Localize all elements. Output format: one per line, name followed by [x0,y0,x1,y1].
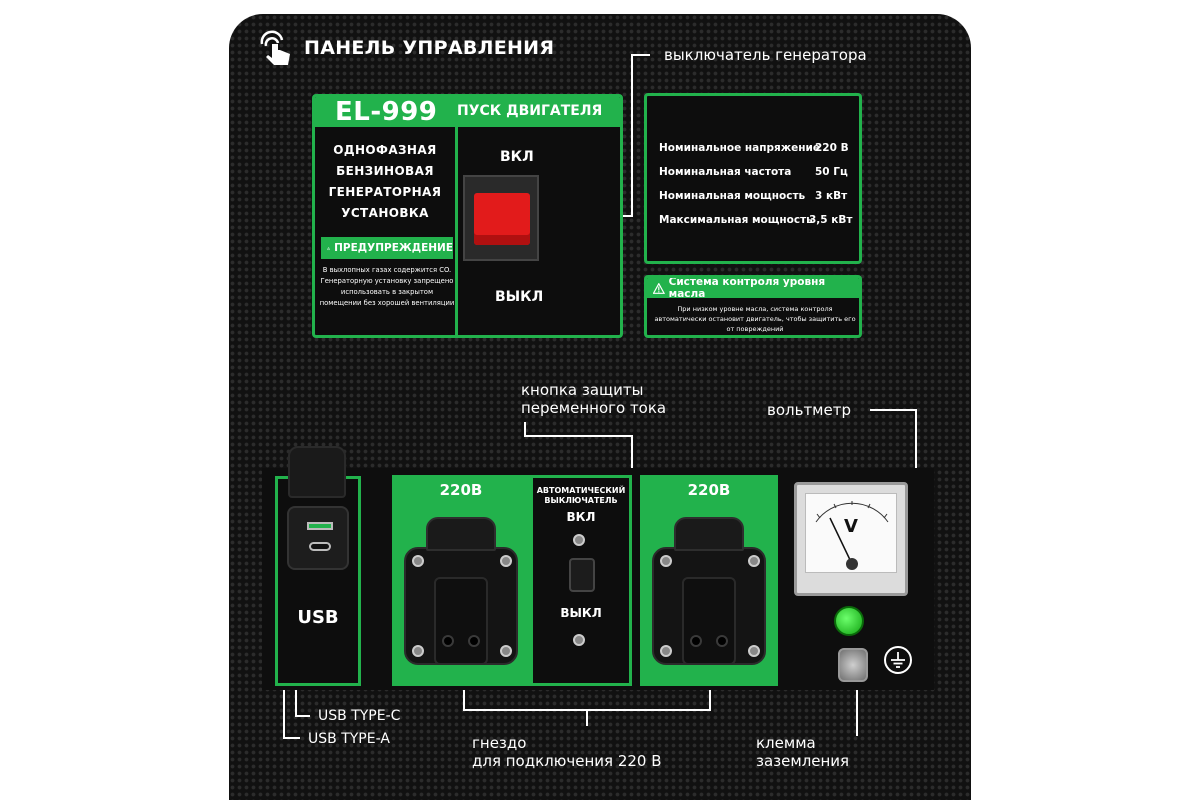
generator-description: ОДНОФАЗНАЯ БЕНЗИНОВАЯ ГЕНЕРАТОРНАЯ УСТАН… [315,140,455,224]
spec-name: Номинальная мощность [659,190,806,202]
socket-pin [716,635,728,647]
oil-panel-title: Система контроля уровня масла [668,276,826,300]
socket-face [682,577,736,665]
desc-line: БЕНЗИНОВАЯ [336,164,434,178]
usb-port-housing [287,506,349,570]
callout-ground-2: заземления [756,752,850,770]
panel-header: ПАНЕЛЬ УПРАВЛЕНИЯ [256,30,554,66]
warning-triangle-icon [653,282,665,294]
screw [412,645,424,657]
usb-type-c-port[interactable] [309,542,331,551]
socket-lid[interactable] [674,517,744,551]
screw [660,555,672,567]
voltmeter-scale [815,501,889,570]
voltmeter: V [794,482,908,596]
breaker-off-label: ВЫКЛ [560,606,602,620]
screw [748,555,760,567]
model-name: EL-999 [335,97,438,127]
socket-voltage-label: 220В [687,481,731,499]
screw [573,634,585,646]
spec-value: 220 В [815,142,849,154]
socket-pin [442,635,454,647]
generator-switch-rocker[interactable] [474,193,530,245]
spec-value: 50 Гц [815,166,848,178]
socket-panel-left: 220В [392,475,530,686]
socket-voltage-label: 220В [439,481,483,499]
spec-name: Номинальная частота [659,166,792,178]
callout-ac-protection-2: переменного тока [521,399,667,417]
desc-line: ОДНОФАЗНАЯ [333,143,437,157]
usb-type-a-port[interactable] [307,522,333,530]
breaker-title-line: АВТОМАТИЧЕСКИЙ [536,486,626,495]
socket-pin [468,635,480,647]
warning-triangle-icon [327,246,331,250]
engine-off-label: ВЫКЛ [495,289,544,305]
socket-220v-right[interactable] [652,547,766,665]
socket-face [434,577,488,665]
touch-hand-icon [260,30,290,65]
breaker-title-line: ВЫКЛЮЧАТЕЛЬ [544,496,618,505]
warning-text: В выхлопных газах содержится CO. Генерат… [319,266,455,307]
socket-220v-left[interactable] [404,547,518,665]
voltmeter-dial: V [805,493,897,573]
callout-socket-2: для подключения 220 В [472,752,662,770]
ac-breaker-panel: АВТОМАТИЧЕСКИЙ ВЫКЛЮЧАТЕЛЬ ВКЛ ВЫКЛ [530,475,632,686]
callout-ground-1: клемма [756,734,816,752]
screw [573,534,585,546]
desc-line: ГЕНЕРАТОРНАЯ [328,185,442,199]
callout-socket-1: гнездо [472,734,527,752]
screw [660,645,672,657]
breaker-title: АВТОМАТИЧЕСКИЙ ВЫКЛЮЧАТЕЛЬ [533,486,629,506]
screw [412,555,424,567]
ground-icon [884,646,912,674]
callout-voltmeter: вольтметр [767,401,851,419]
callout-usb-type-c: USB TYPE-C [318,708,401,724]
oil-panel-header: Система контроля уровня масла [647,276,859,300]
screw [500,645,512,657]
output-indicator-led [834,606,864,636]
engine-on-label: ВКЛ [500,149,534,165]
callout-usb-type-a: USB TYPE-A [308,731,390,747]
ac-protection-button[interactable] [569,558,595,592]
screw [748,645,760,657]
voltmeter-unit: V [844,516,858,537]
oil-panel-text: При низком уровне масла, система контрол… [654,305,856,333]
ground-terminal[interactable] [838,648,868,682]
socket-panel-right: 220В [640,475,778,686]
spec-name: Номинальное напряжение [659,142,821,154]
page-title: ПАНЕЛЬ УПРАВЛЕНИЯ [304,37,555,59]
socket-pin [690,635,702,647]
spec-value: 3,5 кВт [809,214,853,226]
engine-start-label: ПУСК ДВИГАТЕЛЯ [457,103,603,119]
warning-title: ПРЕДУПРЕЖДЕНИЕ [334,242,453,254]
oil-control-panel: Система контроля уровня масла При низком… [644,275,862,338]
callout-generator-switch: выключатель генератора [664,46,867,64]
callout-ac-protection-1: кнопка защиты [521,381,644,399]
spec-panel: Номинальное напряжение 220 В Номинальная… [644,93,862,264]
spec-name: Максимальная мощность [659,214,813,226]
socket-lid[interactable] [426,517,496,551]
breaker-on-label: ВКЛ [566,510,596,524]
warning-header: ПРЕДУПРЕЖДЕНИЕ [321,237,453,259]
screw [500,555,512,567]
spec-value: 3 кВт [815,190,848,202]
generator-switch[interactable] [463,175,539,261]
engine-panel-header [315,97,620,127]
engine-start-panel: EL-999 ПУСК ДВИГАТЕЛЯ ОДНОФАЗНАЯ БЕНЗИНО… [312,94,623,338]
usb-cover[interactable] [288,446,346,498]
desc-line: УСТАНОВКА [341,206,429,220]
usb-label: USB [297,607,339,628]
panel-divider [455,127,458,335]
